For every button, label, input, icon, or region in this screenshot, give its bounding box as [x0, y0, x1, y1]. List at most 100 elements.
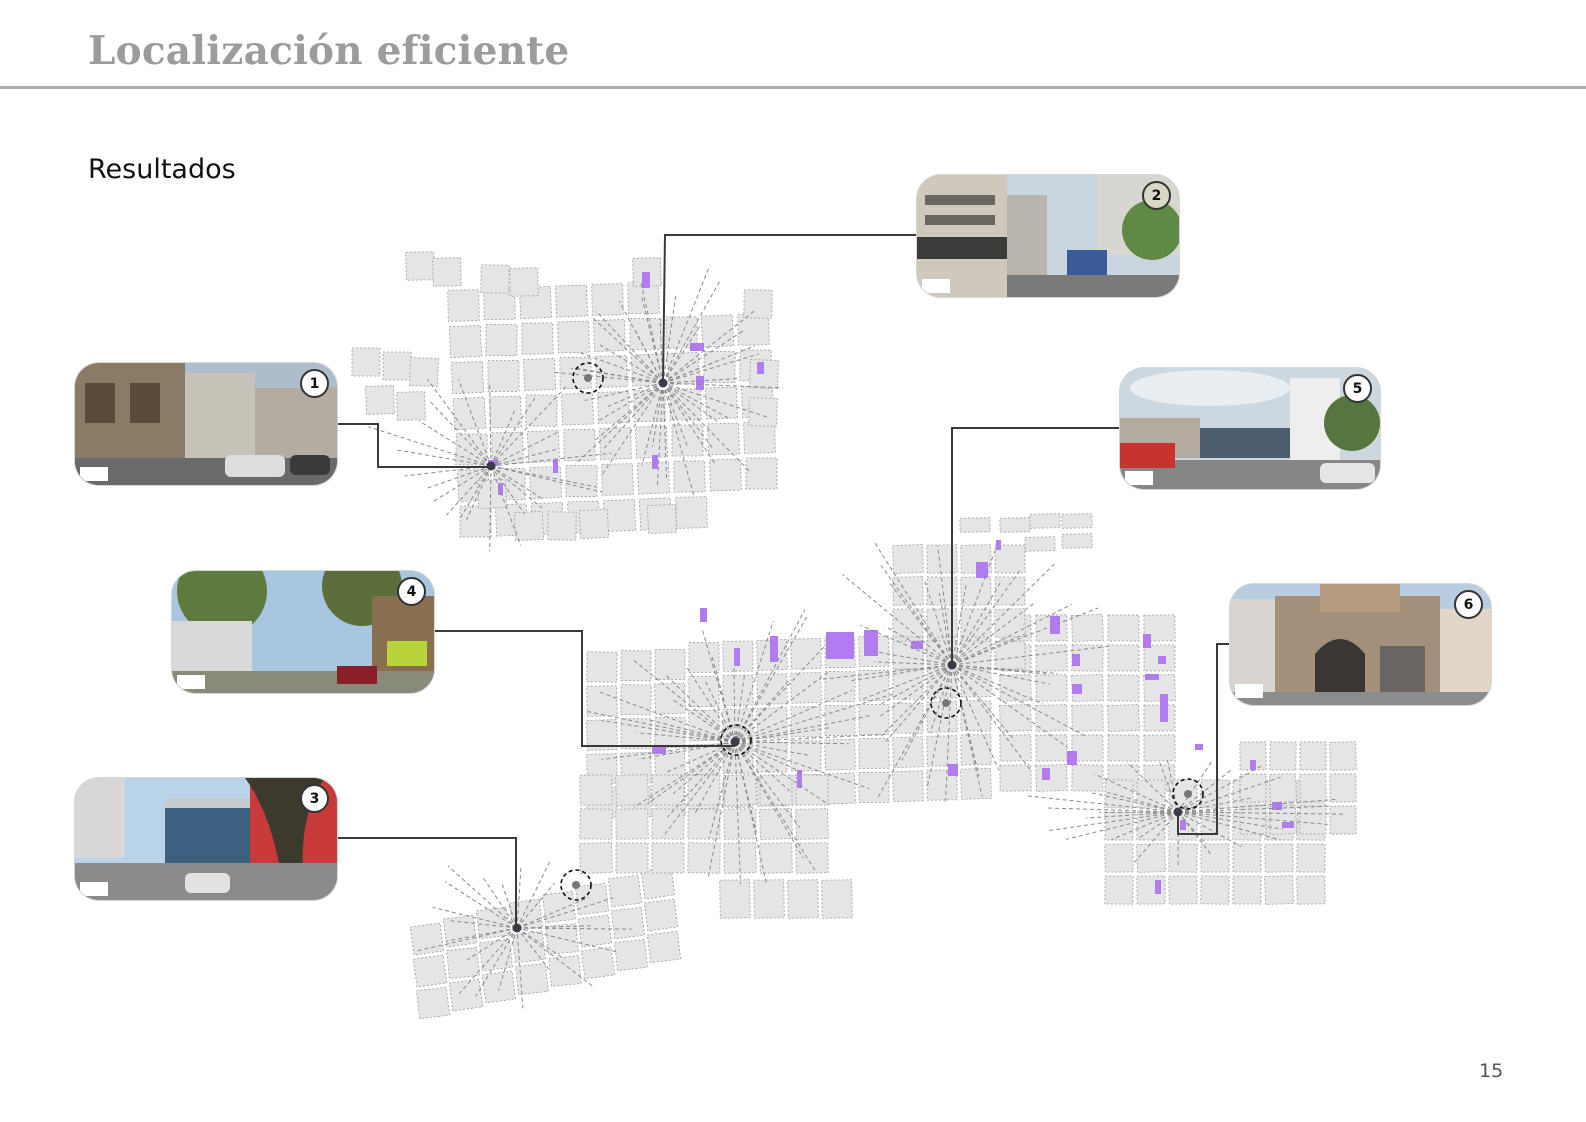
radial-line — [662, 382, 695, 497]
radial-line — [595, 382, 664, 441]
radial-line — [686, 666, 736, 743]
city-block — [790, 706, 822, 738]
radial-line — [662, 329, 745, 384]
radial-line — [516, 927, 632, 930]
leader-line — [1177, 643, 1230, 835]
radial-line — [490, 410, 516, 467]
highlighted-parcel — [1145, 674, 1159, 680]
radial-line — [877, 664, 953, 719]
radial-line — [641, 382, 664, 466]
city-block — [675, 496, 708, 529]
city-block — [960, 700, 992, 732]
radial-line — [734, 741, 757, 833]
radial-line — [951, 664, 1043, 705]
city-block — [795, 774, 829, 806]
highlighted-parcel — [696, 376, 704, 390]
city-block — [999, 764, 1032, 792]
city-block — [529, 466, 562, 499]
city-block — [651, 808, 685, 840]
street-view-photo-6 — [1230, 584, 1491, 705]
radial-line — [649, 719, 736, 743]
city-block — [560, 392, 595, 426]
radial-line — [656, 382, 664, 486]
city-block — [448, 324, 483, 359]
centroid-dot — [1184, 790, 1192, 798]
city-block — [615, 842, 649, 874]
highlighted-parcel — [1155, 880, 1161, 894]
city-block — [1136, 843, 1166, 873]
city-block — [586, 719, 618, 751]
street-view-photo-4 — [172, 571, 434, 693]
radial-line — [1085, 811, 1179, 819]
radial-line — [574, 382, 664, 465]
radial-line — [1177, 797, 1254, 813]
photo-number-badge-3: 3 — [300, 784, 329, 813]
city-block — [396, 391, 426, 421]
city-block — [620, 718, 652, 750]
photo-number-badge-5: 5 — [1343, 374, 1372, 403]
city-block — [446, 947, 480, 979]
city-block — [665, 316, 698, 349]
radial-line — [489, 465, 492, 552]
city-block — [1035, 644, 1068, 672]
city-block — [1168, 875, 1198, 905]
city-block — [527, 430, 560, 463]
highlighted-parcel — [797, 770, 802, 788]
radial-line — [672, 699, 736, 743]
photo-card-3[interactable]: 3 — [75, 778, 337, 900]
photo-card-2[interactable]: 2 — [917, 175, 1179, 297]
radial-line — [483, 877, 518, 929]
radial-line — [490, 465, 603, 493]
photo-card-4[interactable]: 4 — [172, 571, 434, 693]
radial-line — [1107, 791, 1179, 813]
city-block — [565, 464, 598, 498]
city-block — [688, 743, 720, 776]
radial-line — [490, 448, 559, 467]
radial-line — [647, 741, 736, 805]
city-block — [578, 508, 610, 540]
radial-line — [595, 310, 664, 384]
radial-line — [951, 664, 1047, 675]
city-block — [892, 736, 924, 769]
city-block — [824, 670, 856, 703]
city-block — [654, 649, 686, 681]
radial-line — [490, 452, 612, 467]
radial-line — [635, 331, 664, 384]
radial-line — [711, 655, 736, 743]
centroid-ring — [572, 362, 604, 394]
city-block — [1035, 734, 1068, 762]
city-block — [790, 740, 822, 772]
radial-line — [662, 324, 702, 384]
city-block — [620, 650, 652, 682]
radial-line — [734, 714, 872, 743]
highlighted-parcel — [652, 455, 658, 469]
centroid-ring — [720, 724, 752, 756]
radial-line — [458, 379, 492, 467]
radial-line — [662, 294, 677, 384]
city-block — [688, 675, 720, 708]
highlighted-parcel — [1158, 656, 1166, 664]
city-block — [1264, 843, 1294, 873]
radial-line — [466, 465, 492, 521]
city-block — [687, 842, 721, 874]
city-block — [892, 544, 924, 574]
photo-card-6[interactable]: 6 — [1230, 584, 1491, 705]
photo-card-5[interactable]: 5 — [1120, 368, 1380, 489]
highlighted-parcel — [1050, 616, 1060, 634]
city-block — [1269, 741, 1297, 771]
city-block — [1071, 704, 1104, 732]
radial-line — [734, 741, 870, 790]
radial-line — [501, 882, 518, 929]
radial-line — [447, 865, 518, 929]
radial-line — [945, 664, 953, 802]
radial-line — [637, 741, 736, 760]
city-block — [485, 323, 518, 357]
radial-line — [415, 927, 518, 952]
photo-card-1[interactable]: 1 — [75, 363, 337, 485]
city-block — [559, 356, 592, 390]
radial-line — [860, 624, 953, 666]
city-block — [579, 774, 613, 806]
city-block — [611, 906, 645, 940]
highlighted-parcel — [1067, 751, 1077, 765]
highlighted-parcel — [911, 641, 923, 649]
